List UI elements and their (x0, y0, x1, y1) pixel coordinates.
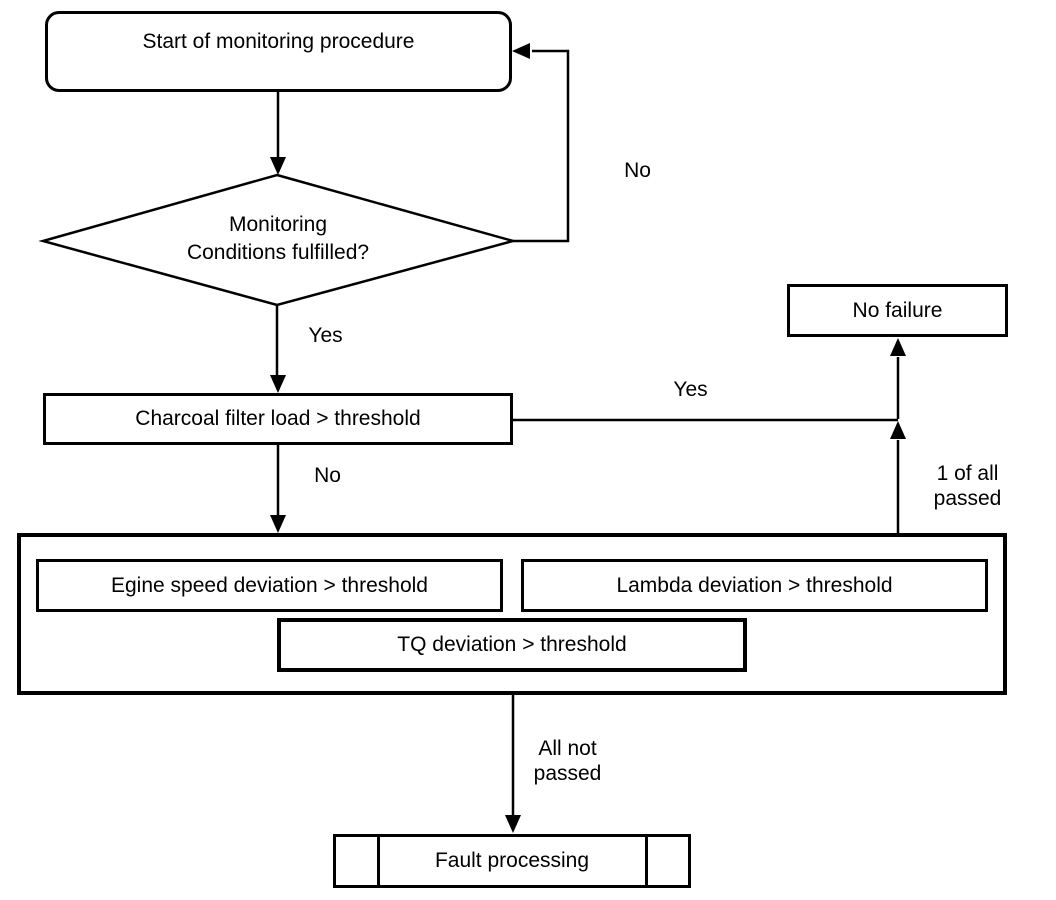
node-lambda-label: Lambda deviation > threshold (616, 573, 893, 597)
node-fault-processing-label: Fault processing (434, 849, 590, 873)
fault-left-divider (377, 837, 380, 885)
label-one-of-all-line1: 1 of all (936, 462, 999, 485)
label-no-charcoal: No (314, 464, 341, 487)
label-no-loop: No (624, 159, 651, 182)
arrowhead-into-no-failure (890, 338, 906, 356)
node-fault-processing: Fault processing (333, 834, 691, 888)
node-start: Start of monitoring procedure (45, 11, 512, 92)
arrowhead-into-junction (890, 421, 906, 439)
node-charcoal-filter-label: Charcoal filter load > threshold (135, 407, 421, 431)
node-engine-speed-label: Egine speed deviation > threshold (111, 573, 428, 597)
arrowhead-into-start (512, 43, 530, 59)
arrowhead-into-fault (505, 815, 521, 833)
node-lambda: Lambda deviation > threshold (521, 559, 988, 612)
label-all-not-line2: passed (533, 762, 602, 785)
node-tq: TQ deviation > threshold (277, 618, 747, 672)
node-no-failure: No failure (787, 284, 1008, 337)
arrowhead-into-checks (270, 515, 286, 533)
node-decision-line1: Monitoring (228, 213, 328, 236)
label-all-not-passed: All not passed (525, 736, 610, 786)
label-yes-charcoal: Yes (673, 378, 708, 401)
arrowhead-into-decision (270, 157, 286, 175)
node-tq-label: TQ deviation > threshold (397, 633, 627, 657)
decision-diamond-shape (38, 173, 518, 307)
node-no-failure-label: No failure (852, 298, 943, 322)
group-deviation-checks (17, 533, 1007, 695)
label-all-not-line1: All not (538, 737, 597, 760)
label-one-of-all-passed: 1 of all passed (920, 461, 1015, 511)
node-engine-speed: Egine speed deviation > threshold (36, 559, 503, 612)
label-yes-decision: Yes (308, 324, 343, 347)
node-decision-label: Monitoring Conditions fulfilled? (138, 211, 418, 267)
node-start-label: Start of monitoring procedure (142, 30, 415, 53)
edge-decision-no-loop (513, 49, 570, 243)
arrowhead-into-charcoal (270, 375, 286, 393)
node-charcoal-filter: Charcoal filter load > threshold (43, 393, 513, 445)
label-one-of-all-line2: passed (933, 487, 1002, 510)
fault-right-divider (645, 837, 648, 885)
node-decision-line2: Conditions fulfilled? (186, 241, 370, 264)
